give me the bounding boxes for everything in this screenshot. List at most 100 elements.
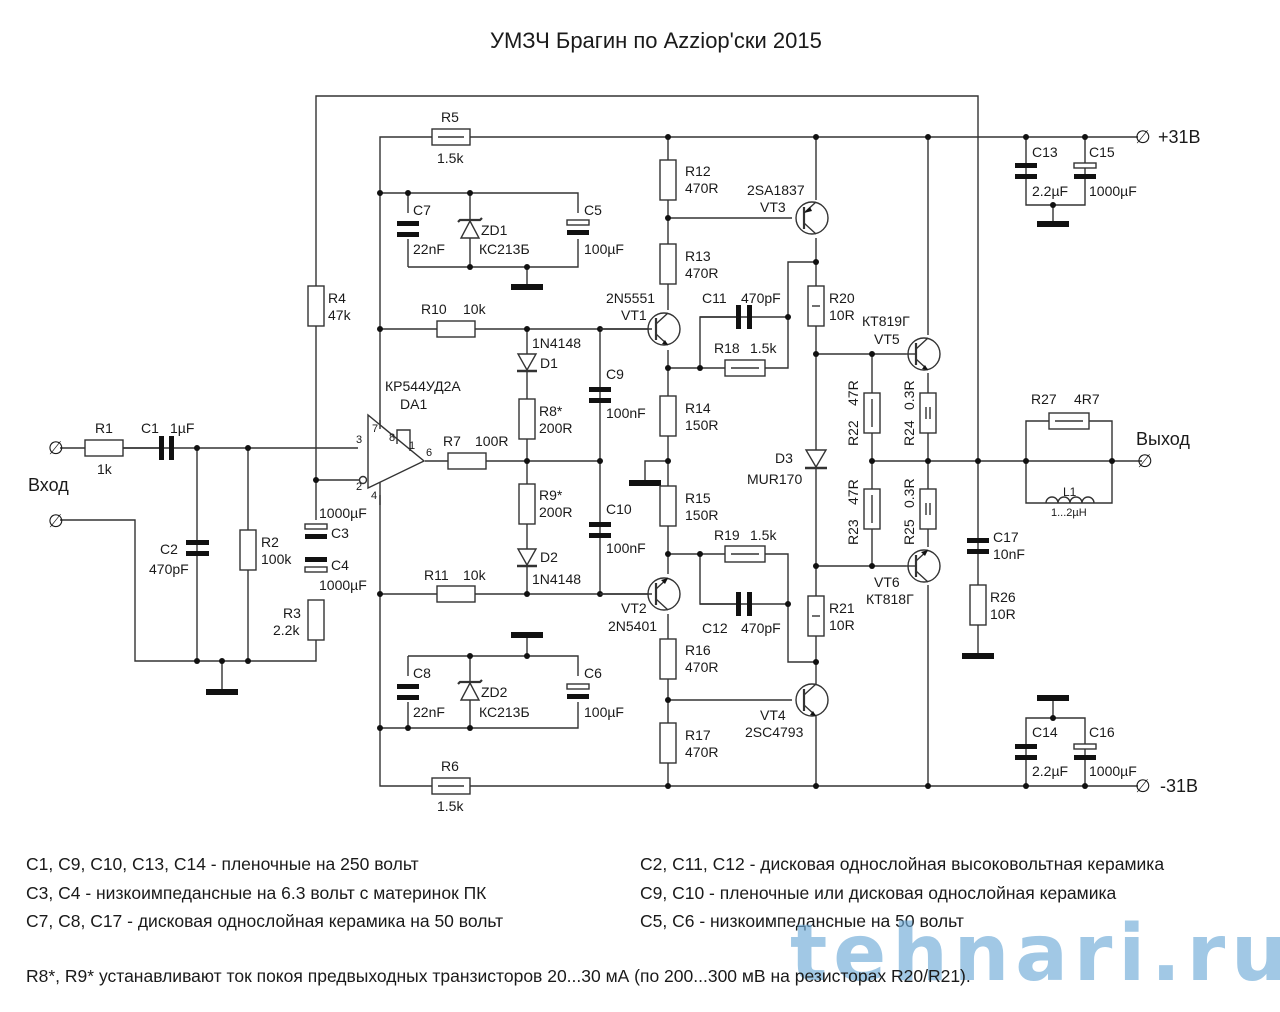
opamp-triangle-icon	[367, 413, 426, 490]
value-label: 470R	[685, 180, 718, 196]
vplus-terminal[interactable]: ∅ +31В	[1135, 127, 1201, 147]
output-terminal[interactable]: ∅ Выход	[1136, 429, 1190, 471]
resistor-R24[interactable]: R24 0.3R	[901, 380, 937, 446]
resistor-R25[interactable]: R25 0.3R	[901, 478, 937, 545]
resistor-R15[interactable]: R15 150R	[659, 485, 718, 527]
input-terminal[interactable]: ∅ ∅ Вход	[28, 438, 69, 531]
pin-label: 6	[426, 447, 432, 459]
resistor-R18[interactable]: R18 1.5k	[714, 340, 777, 377]
inductor-L1[interactable]: L1 1...2µH	[1045, 485, 1095, 519]
resistor-R11[interactable]: R11 10k	[424, 567, 487, 603]
resistor-R16[interactable]: R16 470R	[659, 638, 718, 680]
value-label: 10R	[829, 307, 855, 323]
diode-D1[interactable]: 1N4148 D1	[516, 335, 581, 373]
ground-icon	[206, 689, 238, 695]
ref-label: R10	[421, 301, 447, 317]
transistor-VT4[interactable]: VT4 2SC4793	[745, 683, 829, 740]
transistor-VT6[interactable]: VT6 КТ818Г	[866, 549, 941, 607]
value-label: 1N4148	[532, 571, 581, 587]
capacitor-C4[interactable]: C4 1000µF	[304, 557, 367, 593]
ref-label: C2	[160, 541, 178, 557]
zener-ZD1[interactable]: ZD1 КС213Б	[457, 217, 530, 257]
ref-label: R8*	[539, 403, 563, 419]
resistor-R10[interactable]: R10 10k	[421, 301, 487, 338]
capacitor-C13[interactable]: C13 2.2µF	[1015, 144, 1068, 199]
value-label: 470R	[685, 659, 718, 675]
note-line: C2, C11, C12 - дисковая однослойная высо…	[640, 854, 1165, 874]
resistor-R19[interactable]: R19 1.5k	[714, 527, 777, 563]
diode-D3[interactable]: D3 MUR170	[747, 449, 828, 487]
resistor-R22[interactable]: R22 47R	[845, 380, 881, 446]
transistor-VT2[interactable]: VT2 2N5401	[600, 577, 681, 634]
opamp-DA1[interactable]: КР544УД2А DA1 7 8 1 3 2 6 4	[356, 378, 461, 505]
value-label: 1µF	[170, 420, 194, 436]
resistor-R6[interactable]: R6 1.5k	[431, 758, 471, 814]
transistor-VT5[interactable]: КТ819Г VT5	[862, 313, 941, 371]
transistor-VT1[interactable]: 2N5551 VT1	[600, 290, 681, 346]
ref-label: C12	[702, 620, 728, 636]
value-label: 470pF	[741, 620, 781, 636]
capacitor-C5[interactable]: C5 100µF	[566, 202, 624, 257]
value-label: 1.5k	[437, 150, 464, 166]
value-label: 470R	[685, 744, 718, 760]
capacitor-C11[interactable]: C11 470pF	[700, 290, 781, 329]
ref-label: R12	[685, 163, 711, 179]
resistor-R13[interactable]: R13 470R	[659, 243, 718, 285]
value-label: 22nF	[413, 704, 445, 720]
capacitor-C16[interactable]: C16 1000µF	[1073, 724, 1137, 779]
ground-symbols	[206, 221, 1069, 701]
resistor-R2[interactable]: R2 100k	[239, 529, 292, 571]
resistor-R8[interactable]: R8* 200R	[518, 398, 572, 440]
resistor-R21[interactable]: R21 10R	[807, 595, 855, 637]
capacitor-C8[interactable]: C8 22nF	[397, 665, 445, 720]
value-label: 470pF	[741, 290, 781, 306]
value-label: 1.5k	[437, 798, 464, 814]
capacitor-C9[interactable]: C9 100nF	[589, 366, 646, 421]
resistor-R3[interactable]: R3 2.2k	[273, 599, 325, 641]
zener-ZD2[interactable]: ZD2 КС213Б	[457, 679, 530, 720]
resistor-R26[interactable]: R26 10R	[969, 584, 1016, 626]
ref-label: R13	[685, 248, 711, 264]
value-label: 1000µF	[319, 505, 367, 521]
junctions	[194, 134, 1115, 789]
ref-label: C14	[1032, 724, 1058, 740]
resistor-R23[interactable]: R23 47R	[845, 479, 881, 545]
value-label: 100k	[261, 551, 292, 567]
capacitor-C7[interactable]: C7 22nF	[397, 202, 445, 257]
resistor-R5[interactable]: R5 1.5k	[431, 109, 471, 166]
ref-label: C4	[331, 557, 349, 573]
ref-label: ZD1	[481, 222, 508, 238]
resistor-R27[interactable]: R27 4R7	[1031, 391, 1100, 430]
resistor-R17[interactable]: R17 470R	[659, 722, 718, 764]
resistor-R1[interactable]: R1 1k	[84, 420, 124, 477]
capacitor-C6[interactable]: C6 100µF	[566, 665, 624, 720]
vminus-terminal[interactable]: ∅ -31В	[1135, 776, 1198, 796]
resistor-R4[interactable]: R4 47k	[307, 285, 352, 327]
capacitor-C1[interactable]: C1 1µF	[123, 420, 194, 460]
capacitor-C10[interactable]: C10 100nF	[589, 501, 646, 556]
transistor-VT3[interactable]: 2SA1837 VT3	[747, 182, 829, 235]
value-label: 0.3R	[901, 380, 917, 410]
capacitor-C2[interactable]: C2 470pF	[149, 540, 209, 577]
ref-label: C8	[413, 665, 431, 681]
ref-label: R16	[685, 642, 711, 658]
resistor-R12[interactable]: R12 470R	[659, 159, 718, 201]
capacitor-C3[interactable]: C3 1000µF	[304, 505, 367, 541]
resistor-R7[interactable]: R7 100R	[443, 433, 508, 470]
capacitor-C14[interactable]: C14 2.2µF	[1015, 724, 1068, 779]
ref-label: C6	[584, 665, 602, 681]
resistor-R14[interactable]: R14 150R	[659, 395, 718, 437]
ref-label: VT3	[760, 199, 786, 215]
diode-D2[interactable]: D2 1N4148	[516, 548, 581, 587]
value-label: 4R7	[1074, 391, 1100, 407]
terminal-circle-icon: ∅	[1135, 776, 1151, 796]
ref-label: R15	[685, 490, 711, 506]
resistor-R20[interactable]: R20 10R	[807, 285, 855, 327]
schematic-title: УМЗЧ Брагин по Azziop'ски 2015	[490, 28, 822, 53]
resistor-R9[interactable]: R9* 200R	[518, 483, 572, 525]
capacitor-C12[interactable]: C12 470pF	[700, 592, 781, 636]
ground-icon	[1037, 221, 1069, 227]
ref-label: R18	[714, 340, 740, 356]
capacitor-C17[interactable]: C17 10nF	[967, 529, 1025, 562]
capacitor-C15[interactable]: C15 1000µF	[1073, 144, 1137, 199]
